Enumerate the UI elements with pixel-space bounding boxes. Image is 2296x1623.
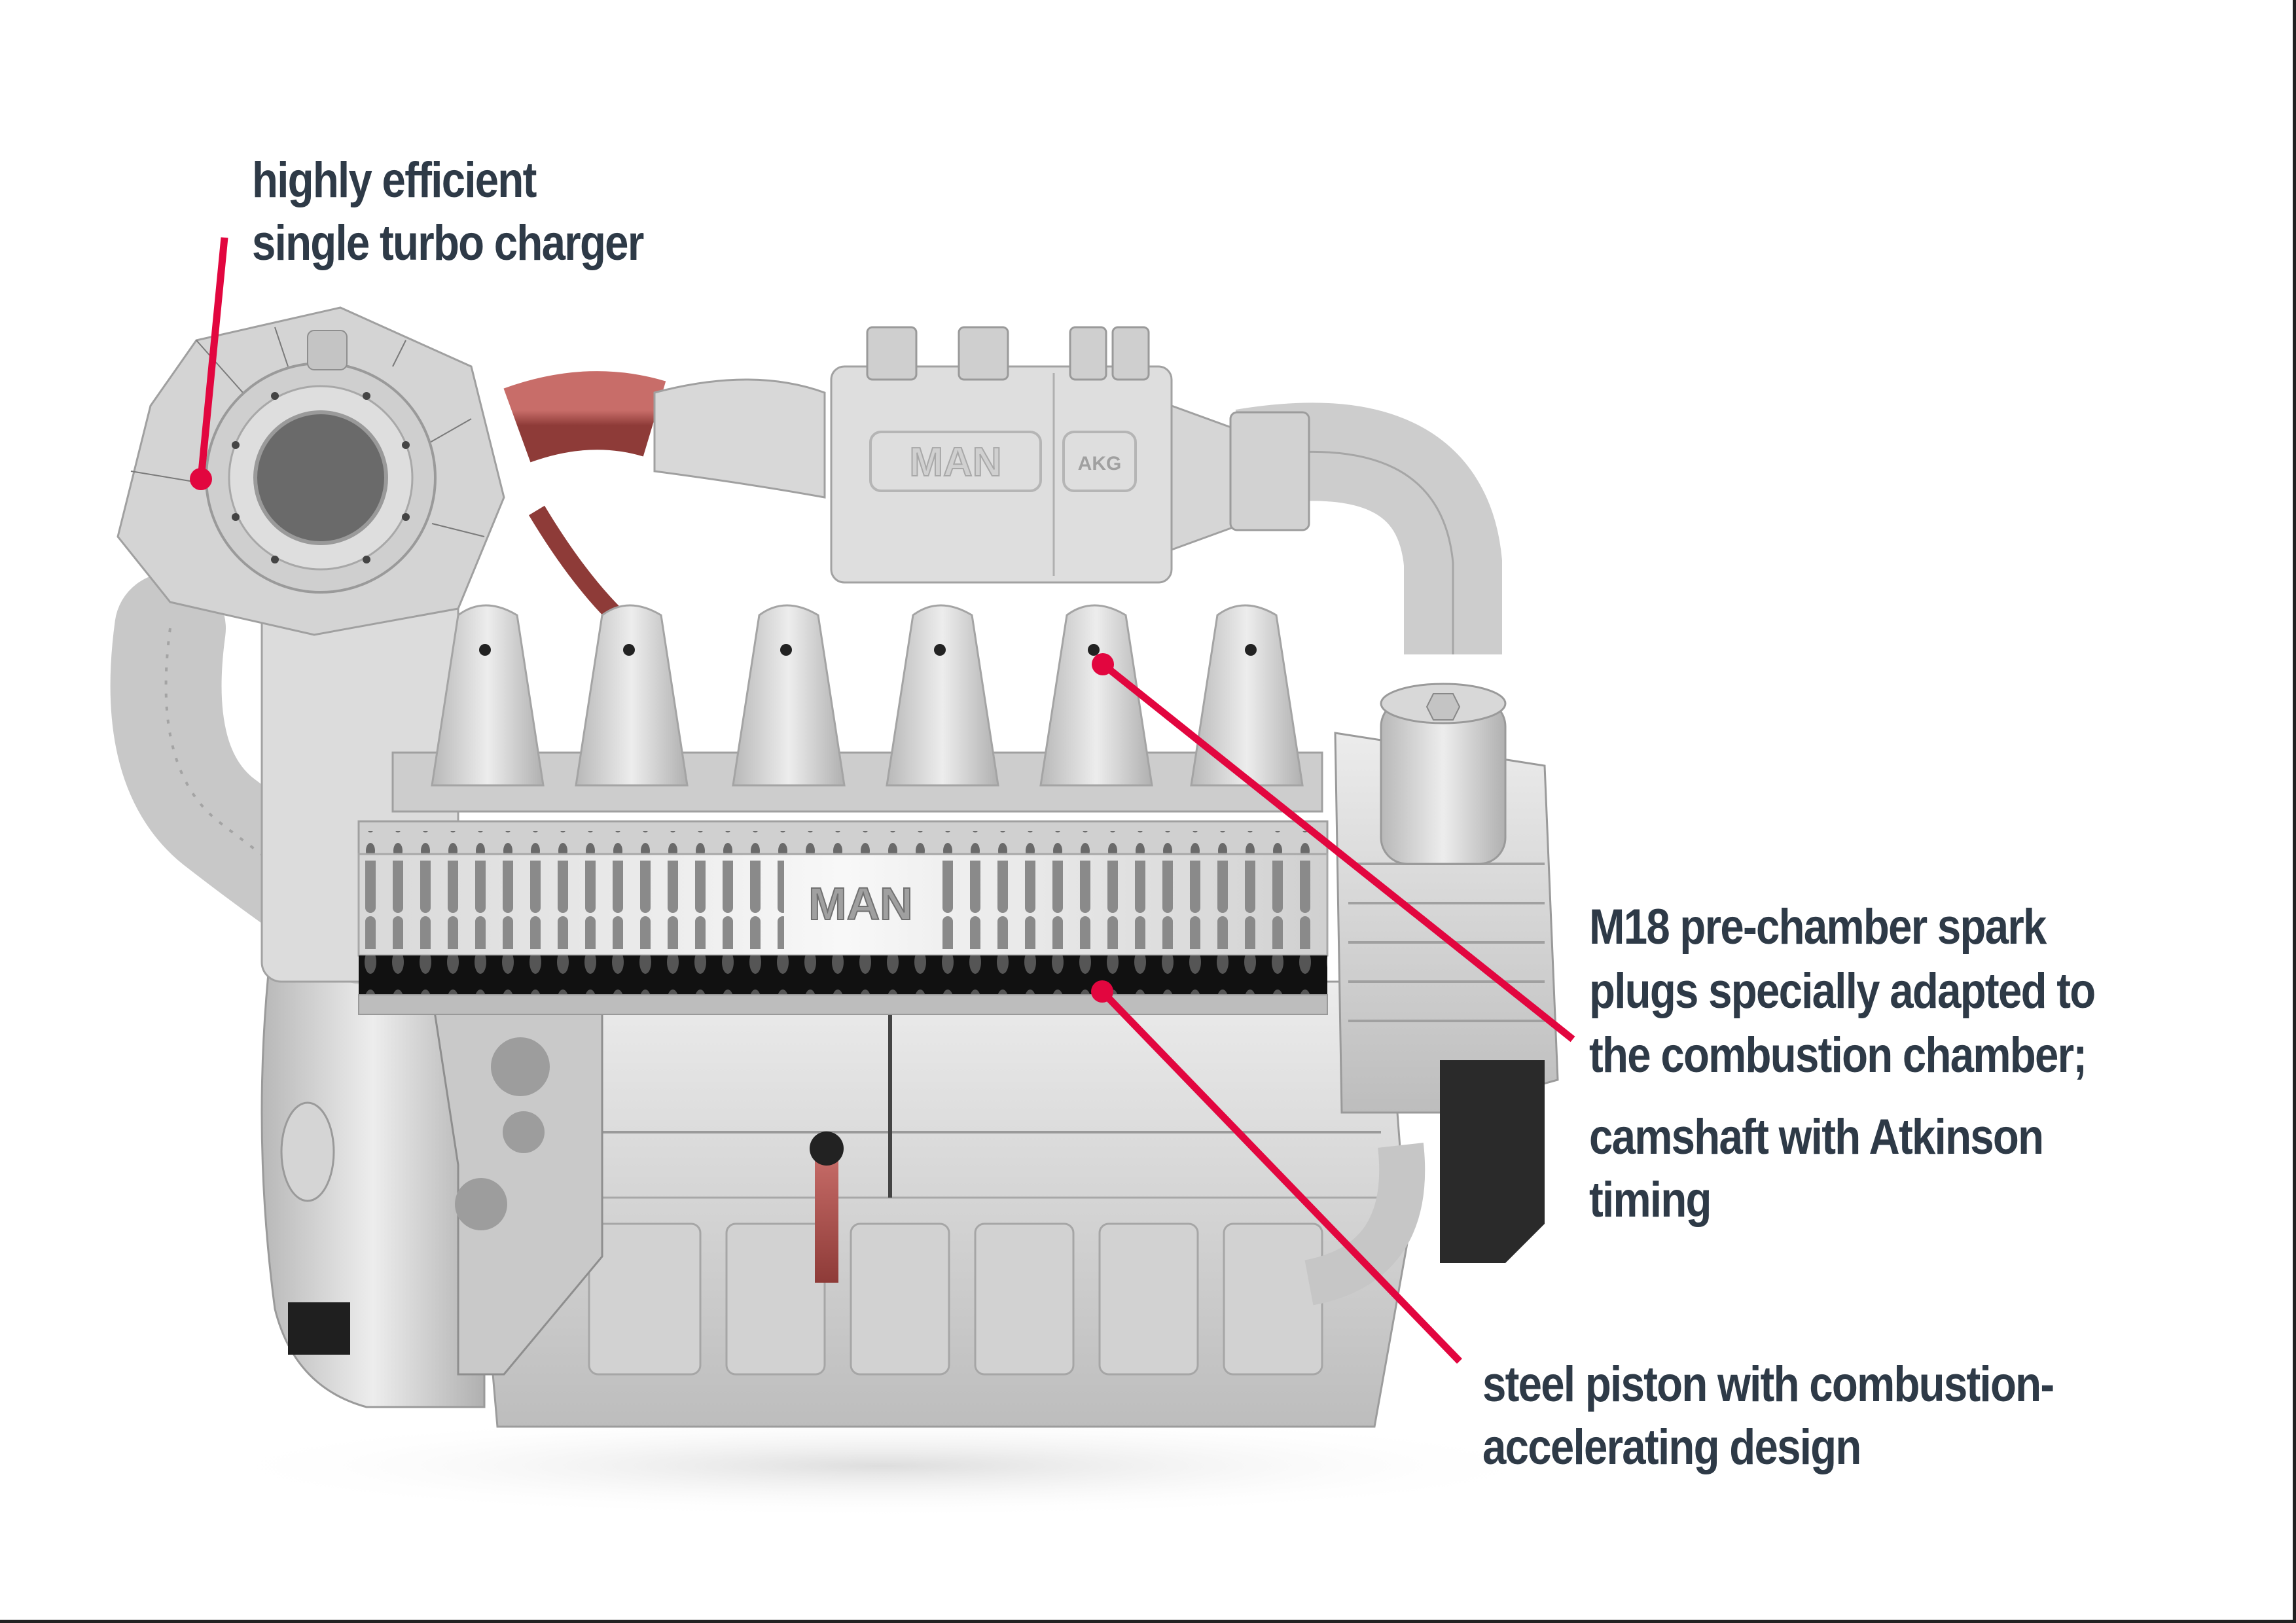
label-piston: steel piston with combustion- accelerati…	[1482, 1353, 2054, 1479]
breather-hose	[815, 1152, 838, 1283]
label-spark-plugs-line-3: the combustion chamber;	[1589, 1027, 2087, 1083]
label-piston-line-1: steel piston with combustion-	[1482, 1357, 2054, 1412]
cover-logo: MAN	[808, 878, 912, 929]
label-turbo-line-1: highly efficient	[252, 152, 537, 208]
label-spark-plugs-line-1: M18 pre-chamber spark	[1589, 899, 2047, 955]
black-component	[1440, 1060, 1545, 1263]
flywheel-housing	[260, 915, 486, 1408]
heat-shield: MAN	[357, 820, 1329, 1015]
label-camshaft: camshaft with Atkinson timing	[1589, 1106, 2044, 1232]
label-turbo: highly efficient single turbo charger	[252, 149, 644, 275]
intercooler-logo: MAN	[909, 440, 1001, 485]
intercooler-badge: AKG	[1078, 453, 1122, 474]
sensor-block	[288, 1302, 350, 1355]
label-piston-line-2: accelerating design	[1482, 1419, 1861, 1475]
charge-air-hose	[503, 371, 666, 463]
label-turbo-line-2: single turbo charger	[252, 215, 644, 271]
floor-shadow	[196, 1414, 1571, 1518]
label-spark-plugs-line-2: plugs specially adapted to	[1589, 963, 2096, 1019]
label-spark-plugs: M18 pre-chamber spark plugs specially ad…	[1589, 895, 2096, 1088]
label-camshaft-line-1: camshaft with Atkinson	[1589, 1109, 2044, 1165]
label-camshaft-line-2: timing	[1589, 1172, 1712, 1228]
